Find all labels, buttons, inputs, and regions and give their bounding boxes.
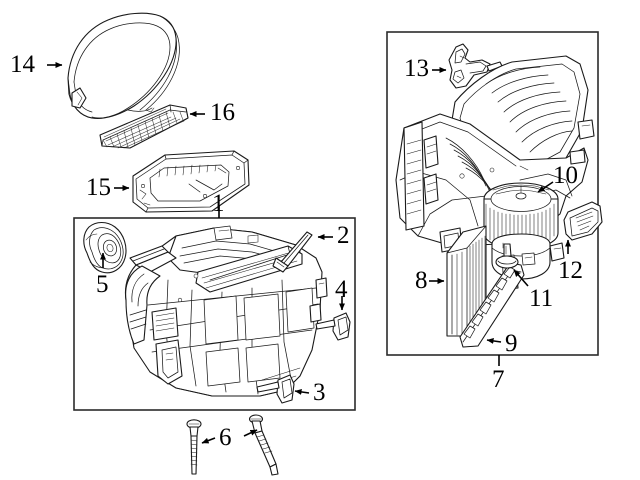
callout-leaders — [47, 62, 571, 444]
part-3-clip-fastener-lower — [256, 374, 295, 404]
part-4-clip-fastener-upper — [315, 312, 351, 341]
callout-15-filter-housing: 15 — [86, 174, 111, 201]
callout-16-cabin-air-filter: 16 — [210, 99, 235, 126]
part-12-seal-gasket — [563, 201, 603, 241]
callout-9-seal-strip: 9 — [505, 330, 518, 357]
callout-4-clip-fastener: 4 — [335, 276, 348, 303]
callout-11-retaining-clip: 11 — [529, 285, 554, 312]
group-box-1 — [73, 217, 356, 411]
part-8-evaporator-core — [446, 225, 487, 337]
callout-14-blower-housing-cover: 14 — [10, 51, 35, 78]
callout-1-heater-assembly: 1 — [212, 190, 225, 217]
part-1-heater-unit-assembly — [124, 225, 328, 397]
part-11-retaining-clip — [495, 242, 519, 269]
part-5-heater-core-cover — [83, 221, 127, 274]
part-6-mounting-screws-right — [248, 414, 279, 476]
callout-6-mounting-screws: 6 — [219, 424, 232, 451]
callout-12-seal-gasket: 12 — [558, 257, 583, 284]
callout-10-blower-motor: 10 — [553, 162, 578, 189]
callout-2-lever-rod: 2 — [337, 222, 350, 249]
part-14-blower-housing-cover — [67, 12, 180, 119]
callout-8-evaporator-core: 8 — [415, 267, 428, 294]
callout-5-heater-core-cover: 5 — [96, 271, 109, 298]
part-2-linkage-rod — [272, 231, 313, 273]
part-6-mounting-screws-left — [186, 419, 202, 475]
callout-3-clip-fastener: 3 — [313, 379, 326, 406]
part-15-filter-housing-tray — [132, 150, 250, 213]
group-box-7 — [386, 31, 599, 356]
callout-7-blower-assembly: 7 — [492, 366, 505, 393]
part-16-cabin-air-filter — [99, 104, 189, 149]
callout-13-servo-actuator: 13 — [404, 55, 429, 82]
